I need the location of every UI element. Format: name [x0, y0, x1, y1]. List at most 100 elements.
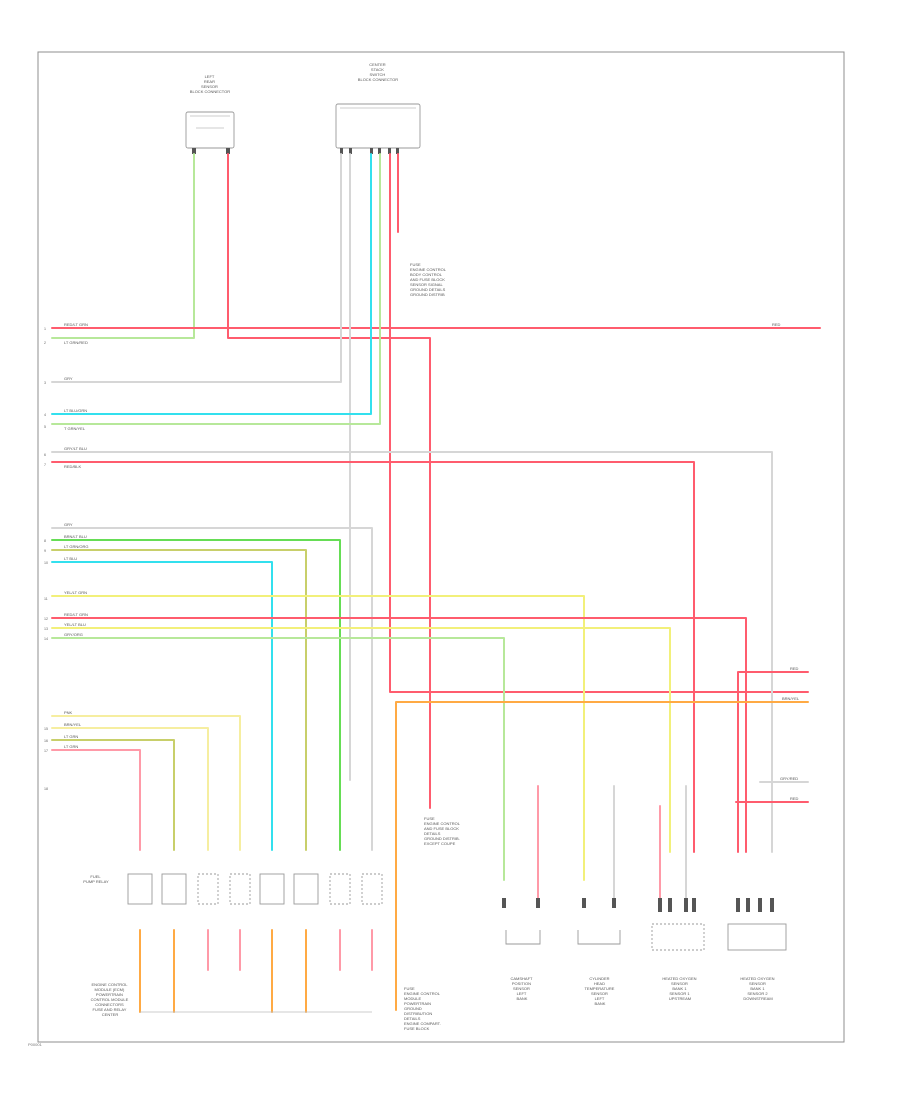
diagram-frame — [37, 51, 845, 1043]
cam-sensor — [505, 930, 541, 945]
fuse-7 — [329, 873, 351, 905]
wire-green-top-left — [51, 153, 195, 339]
svg-text:16: 16 — [44, 739, 48, 743]
svg-text:11: 11 — [44, 597, 48, 601]
wire-label-6: GRY/LT BLU — [64, 446, 87, 451]
svg-text:5: 5 — [44, 425, 46, 429]
svg-text:14: 14 — [44, 637, 48, 641]
wire-label-22: BRN/YEL — [782, 696, 800, 701]
wire-label-24: RED — [790, 796, 799, 801]
svg-text:10: 10 — [44, 561, 48, 565]
wire-red-right-short-1 — [737, 671, 809, 853]
relay-label: FUEL PUMP RELAY — [83, 874, 109, 884]
wire-orange-right — [395, 701, 809, 1011]
wire-label-17: BRN/YEL — [64, 722, 82, 727]
sensor-label-2: CYLINDER HEAD TEMPERATURE SENSOR LEFT BA… — [584, 976, 615, 1006]
wire-red-center-long — [389, 153, 809, 693]
wire-gray-left-1 — [51, 527, 373, 851]
ho2s-2 — [727, 923, 787, 951]
wire-label-23: GRY/RED — [780, 776, 798, 781]
sensor-label-1: CAMSHAFT POSITION SENSOR LEFT BANK — [510, 976, 533, 1001]
center-note-2: FUSE ENGINE CONTROL AND FUSE BLOCK DETAI… — [424, 816, 461, 846]
svg-text:6: 6 — [44, 453, 46, 457]
svg-text:18: 18 — [44, 787, 48, 791]
wire-light-yellow-b1 — [51, 715, 241, 851]
center-note: FUSE ENGINE CONTROL BODY CONTROL AND FUS… — [410, 262, 447, 297]
cyl-sensor — [577, 930, 621, 945]
top-left-label-line4: BLOCK CONNECTOR — [190, 89, 230, 94]
wire-label-11: LT BLU — [64, 556, 77, 561]
wire-gray-1 — [51, 153, 342, 383]
wire-label-4: LT BLU/GRN — [64, 408, 87, 413]
wire-label-1: RED/LT GRN — [64, 322, 88, 327]
top-left-component-label: LEFT REAR SENSOR BLOCK CONNECTOR — [190, 74, 230, 94]
wire-label-9: BRN/LT BLU — [64, 534, 87, 539]
wire-olive-b3 — [51, 739, 175, 851]
wire-cyan-left-1 — [51, 561, 273, 851]
wire-label-14: YEL/LT BLU — [64, 622, 86, 627]
relay-1 — [127, 873, 153, 905]
wire-gray-across — [51, 451, 773, 853]
top-center-component: CENTER STACK SWITCH BLOCK CONNECTOR — [335, 62, 421, 154]
sensor-row — [502, 898, 787, 951]
wire-yellow-right — [51, 595, 585, 881]
svg-text:13: 13 — [44, 627, 48, 631]
svg-text:7: 7 — [44, 463, 46, 467]
left-terminal-marks: 1 2 3 4 5 6 7 8 9 10 11 12 13 14 15 16 1… — [44, 327, 48, 791]
top-left-label-line2: REAR — [204, 79, 215, 84]
wire-red-right — [51, 617, 747, 853]
relay-2 — [161, 873, 187, 905]
svg-text:2: 2 — [44, 341, 46, 345]
relay-row: FUEL PUMP RELAY — [83, 873, 383, 905]
svg-text:9: 9 — [44, 549, 46, 553]
wire-label-7: RED/BLK — [64, 464, 81, 469]
wire-label-21: RED — [790, 666, 799, 671]
wire-green-left-1 — [51, 539, 341, 851]
footer-code: P00001 — [28, 1042, 42, 1047]
wire-red-across — [51, 461, 695, 853]
wire-label-20: RED — [772, 322, 781, 327]
top-center-component-label: CENTER STACK SWITCH BLOCK CONNECTOR — [358, 62, 398, 82]
wire-label-12: YEL/LT GRN — [64, 590, 87, 595]
wire-label-15: GRY/ORG — [64, 632, 83, 637]
svg-text:12: 12 — [44, 617, 48, 621]
fuse-4 — [229, 873, 251, 905]
relay-5 — [259, 873, 285, 905]
svg-text:3: 3 — [44, 381, 46, 385]
wire-cyan-top — [51, 153, 372, 415]
wire-green-right — [51, 637, 505, 881]
bottom-center-note: FUSE ENGINE CONTROL MODULE POWERTRAIN GR… — [404, 986, 442, 1031]
wire-label-8: GRY — [64, 522, 73, 527]
svg-text:17: 17 — [44, 749, 48, 753]
wire-red-top-left — [227, 153, 431, 809]
wire-pink-b4 — [51, 749, 141, 851]
sensor-label-4: HEATED OXYGEN SENSOR BANK 1 SENSOR 2 DOW… — [740, 976, 775, 1001]
wire-label-5: T GRN/YEL — [64, 426, 86, 431]
top-left-component: LEFT REAR SENSOR BLOCK CONNECTOR — [185, 74, 235, 154]
wire-label-2: LT GRN/RED — [64, 340, 88, 345]
wire-labels: RED/LT GRN LT GRN/RED GRY LT BLU/GRN T G… — [64, 322, 800, 801]
relay-6 — [293, 873, 319, 905]
wire-light-yellow-right — [51, 627, 671, 853]
svg-text:15: 15 — [44, 727, 48, 731]
bottom-left-component-label: ENGINE CONTROL MODULE (ECM) POWERTRAIN C… — [91, 982, 130, 1017]
top-left-label-line3: SENSOR — [201, 84, 218, 89]
wire-olive-left-1 — [51, 549, 307, 851]
wire-label-16: PNK — [64, 710, 73, 715]
ho2s-1 — [651, 923, 705, 951]
sensor-label-3: HEATED OXYGEN SENSOR BANK 1 SENSOR 1 UPS… — [662, 976, 697, 1001]
wire-label-3: GRY — [64, 376, 73, 381]
svg-text:1: 1 — [44, 327, 46, 331]
wire-label-13: RED/LT GRN — [64, 612, 88, 617]
svg-text:8: 8 — [44, 539, 46, 543]
wire-label-18: LT GRN — [64, 734, 78, 739]
wire-light-yellow-b2 — [51, 727, 209, 851]
wires — [51, 153, 821, 1013]
svg-text:4: 4 — [44, 413, 46, 417]
top-left-label-line1: LEFT — [205, 74, 215, 79]
wire-green-top — [51, 153, 381, 425]
wire-label-19: LT GRN — [64, 744, 78, 749]
fuse-8 — [361, 873, 383, 905]
fuse-3 — [197, 873, 219, 905]
